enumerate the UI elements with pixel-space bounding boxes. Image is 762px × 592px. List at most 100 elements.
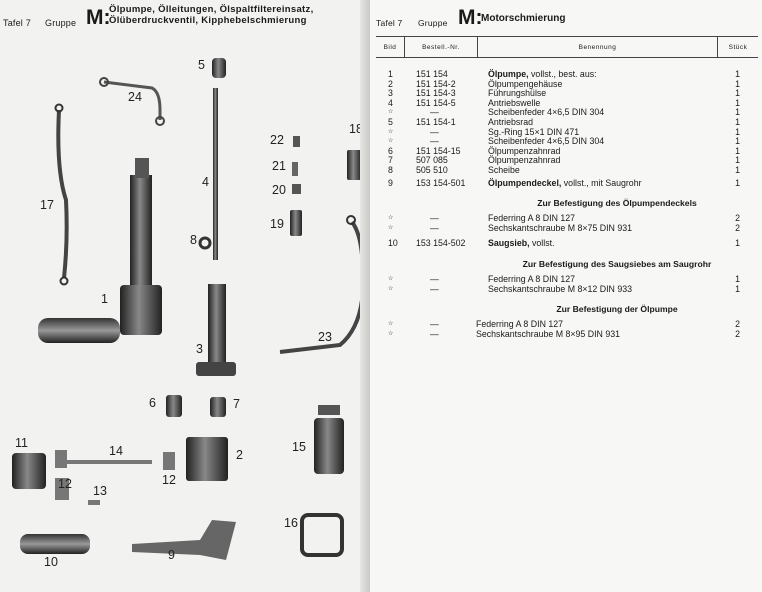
cell-desc: Federring A 8 DIN 127 — [476, 319, 564, 330]
cell-nr: 151 154-3 — [416, 88, 456, 99]
part-20 — [292, 184, 301, 194]
tafel-label: Tafel 7 — [376, 18, 403, 28]
cell-qty: 1 — [735, 177, 740, 188]
cell-qty: 2 — [735, 213, 740, 224]
cell-nr: — — [430, 136, 439, 147]
part-14 — [62, 460, 152, 464]
part-18 — [347, 150, 361, 180]
cell-qty: 1 — [735, 88, 740, 99]
cell-qty: 1 — [735, 164, 740, 175]
part-15 — [314, 405, 344, 474]
right-title: Motorschmierung — [481, 13, 566, 24]
part-label: 1 — [101, 292, 108, 306]
cell-qty: 1 — [735, 136, 740, 147]
part-gear-6 — [166, 395, 182, 417]
cell-desc: Ölpumpenzahnrad — [488, 155, 561, 166]
cell-desc: Scheibenfeder 4×6,5 DIN 304 — [488, 136, 605, 147]
cell-desc: Ölpumpengehäuse — [488, 78, 563, 89]
cell-bild: 1 — [388, 69, 393, 79]
part-12a — [55, 450, 67, 468]
part-label: 23 — [318, 330, 332, 344]
group-letter: M: — [458, 6, 483, 29]
cell-desc: Ölpumpenzahnrad — [488, 145, 561, 156]
cell-qty: 1 — [735, 97, 740, 108]
cell-nr: — — [430, 107, 439, 118]
part-label: 11 — [15, 436, 28, 450]
parts-table-header: Bild Bestell.-Nr. Benennung Stück — [376, 36, 758, 58]
cell-qty: 2 — [735, 222, 740, 233]
cell-nr: — — [430, 126, 439, 137]
cell-qty: 2 — [735, 319, 740, 330]
cell-desc: Führungshülse — [488, 88, 547, 99]
cell-desc: Ölpumpendeckel, vollst., mit Saugrohr — [488, 177, 642, 189]
cell-bild: 9 — [388, 177, 393, 188]
cell-bild: ☆ — [388, 224, 394, 231]
part-label: 17 — [40, 198, 54, 212]
part-guide-sleeve-3 — [196, 284, 236, 376]
part-label: 2 — [236, 448, 243, 462]
parts-drawing — [12, 58, 365, 560]
cell-bild: ☆ — [388, 330, 394, 337]
part-12b — [163, 452, 175, 470]
part-oil-pump-1 — [38, 158, 162, 343]
section-heading: Zur Befestigung des Saugsiebes am Saugro… — [522, 258, 712, 269]
cell-bild: 4 — [388, 97, 393, 108]
col-bestell-nr: Bestell.-Nr. — [404, 36, 478, 58]
part-label: 10 — [44, 555, 58, 569]
cell-bild: 3 — [388, 88, 393, 99]
desc-bold: Ölpumpendeckel, — [488, 177, 562, 188]
left-title-line-1: Ölpumpe, Ölleitungen, Ölspaltfiltereinsa… — [109, 4, 314, 15]
cell-nr: 151 154-15 — [416, 145, 461, 156]
cell-nr: 153 154-502 — [416, 238, 466, 249]
part-label: 24 — [128, 90, 142, 104]
cell-qty: 1 — [735, 126, 740, 137]
cell-qty: 1 — [735, 69, 740, 79]
parts-table-body: 1 151 154 Ölpumpe, vollst., best. aus: 1 2 1… — [376, 69, 758, 339]
part-gear-7 — [210, 397, 226, 417]
group-letter: M: — [86, 6, 111, 29]
part-label: 13 — [93, 484, 107, 498]
part-drive-shaft-4 — [213, 88, 218, 260]
cell-qty: 2 — [735, 328, 740, 339]
part-washer-8 — [198, 236, 212, 250]
part-strainer-10 — [20, 534, 90, 554]
col-benennung: Benennung — [477, 36, 718, 58]
cell-desc: Sechskantschraube M 8×75 DIN 931 — [488, 222, 633, 233]
cell-nr: 151 154 — [416, 69, 448, 79]
cell-nr: 151 154-2 — [416, 78, 456, 89]
cell-qty: 1 — [735, 155, 740, 166]
cell-desc: Federring A 8 DIN 127 — [488, 273, 576, 284]
part-oil-line-17 — [54, 103, 69, 286]
part-gasket-16 — [300, 513, 344, 557]
cell-desc: Ölpumpe, vollst., best. aus: — [488, 69, 597, 80]
part-label: 21 — [272, 159, 286, 173]
section-heading: Zur Befestigung der Ölpumpe — [556, 304, 678, 315]
part-label: 15 — [292, 440, 306, 454]
cell-qty: 1 — [735, 238, 740, 249]
table-row: ☆ — Sechskantschraube M 8×75 DIN 931 2 — [376, 222, 758, 234]
cell-nr: 507 085 — [416, 155, 448, 166]
cell-desc: Scheibe — [488, 164, 520, 175]
table-row: 3 151 154-3 Führungshülse 1 — [376, 89, 758, 99]
cell-nr: — — [430, 283, 439, 294]
gruppe-label: Gruppe — [418, 18, 448, 28]
part-label: 9 — [168, 548, 175, 562]
cell-bild: ☆ — [388, 128, 394, 135]
desc-text: vollst., best. aus: — [531, 69, 597, 79]
cell-nr: 151 154-1 — [416, 116, 456, 127]
cell-desc: Saugsieb, vollst. — [488, 239, 555, 249]
part-19 — [290, 210, 302, 236]
part-22 — [293, 136, 300, 147]
cell-qty: 1 — [735, 78, 740, 89]
part-label: 6 — [149, 396, 156, 410]
part-oil-line-24 — [99, 77, 165, 126]
cell-nr: — — [430, 222, 439, 233]
part-label: 20 — [272, 183, 286, 197]
